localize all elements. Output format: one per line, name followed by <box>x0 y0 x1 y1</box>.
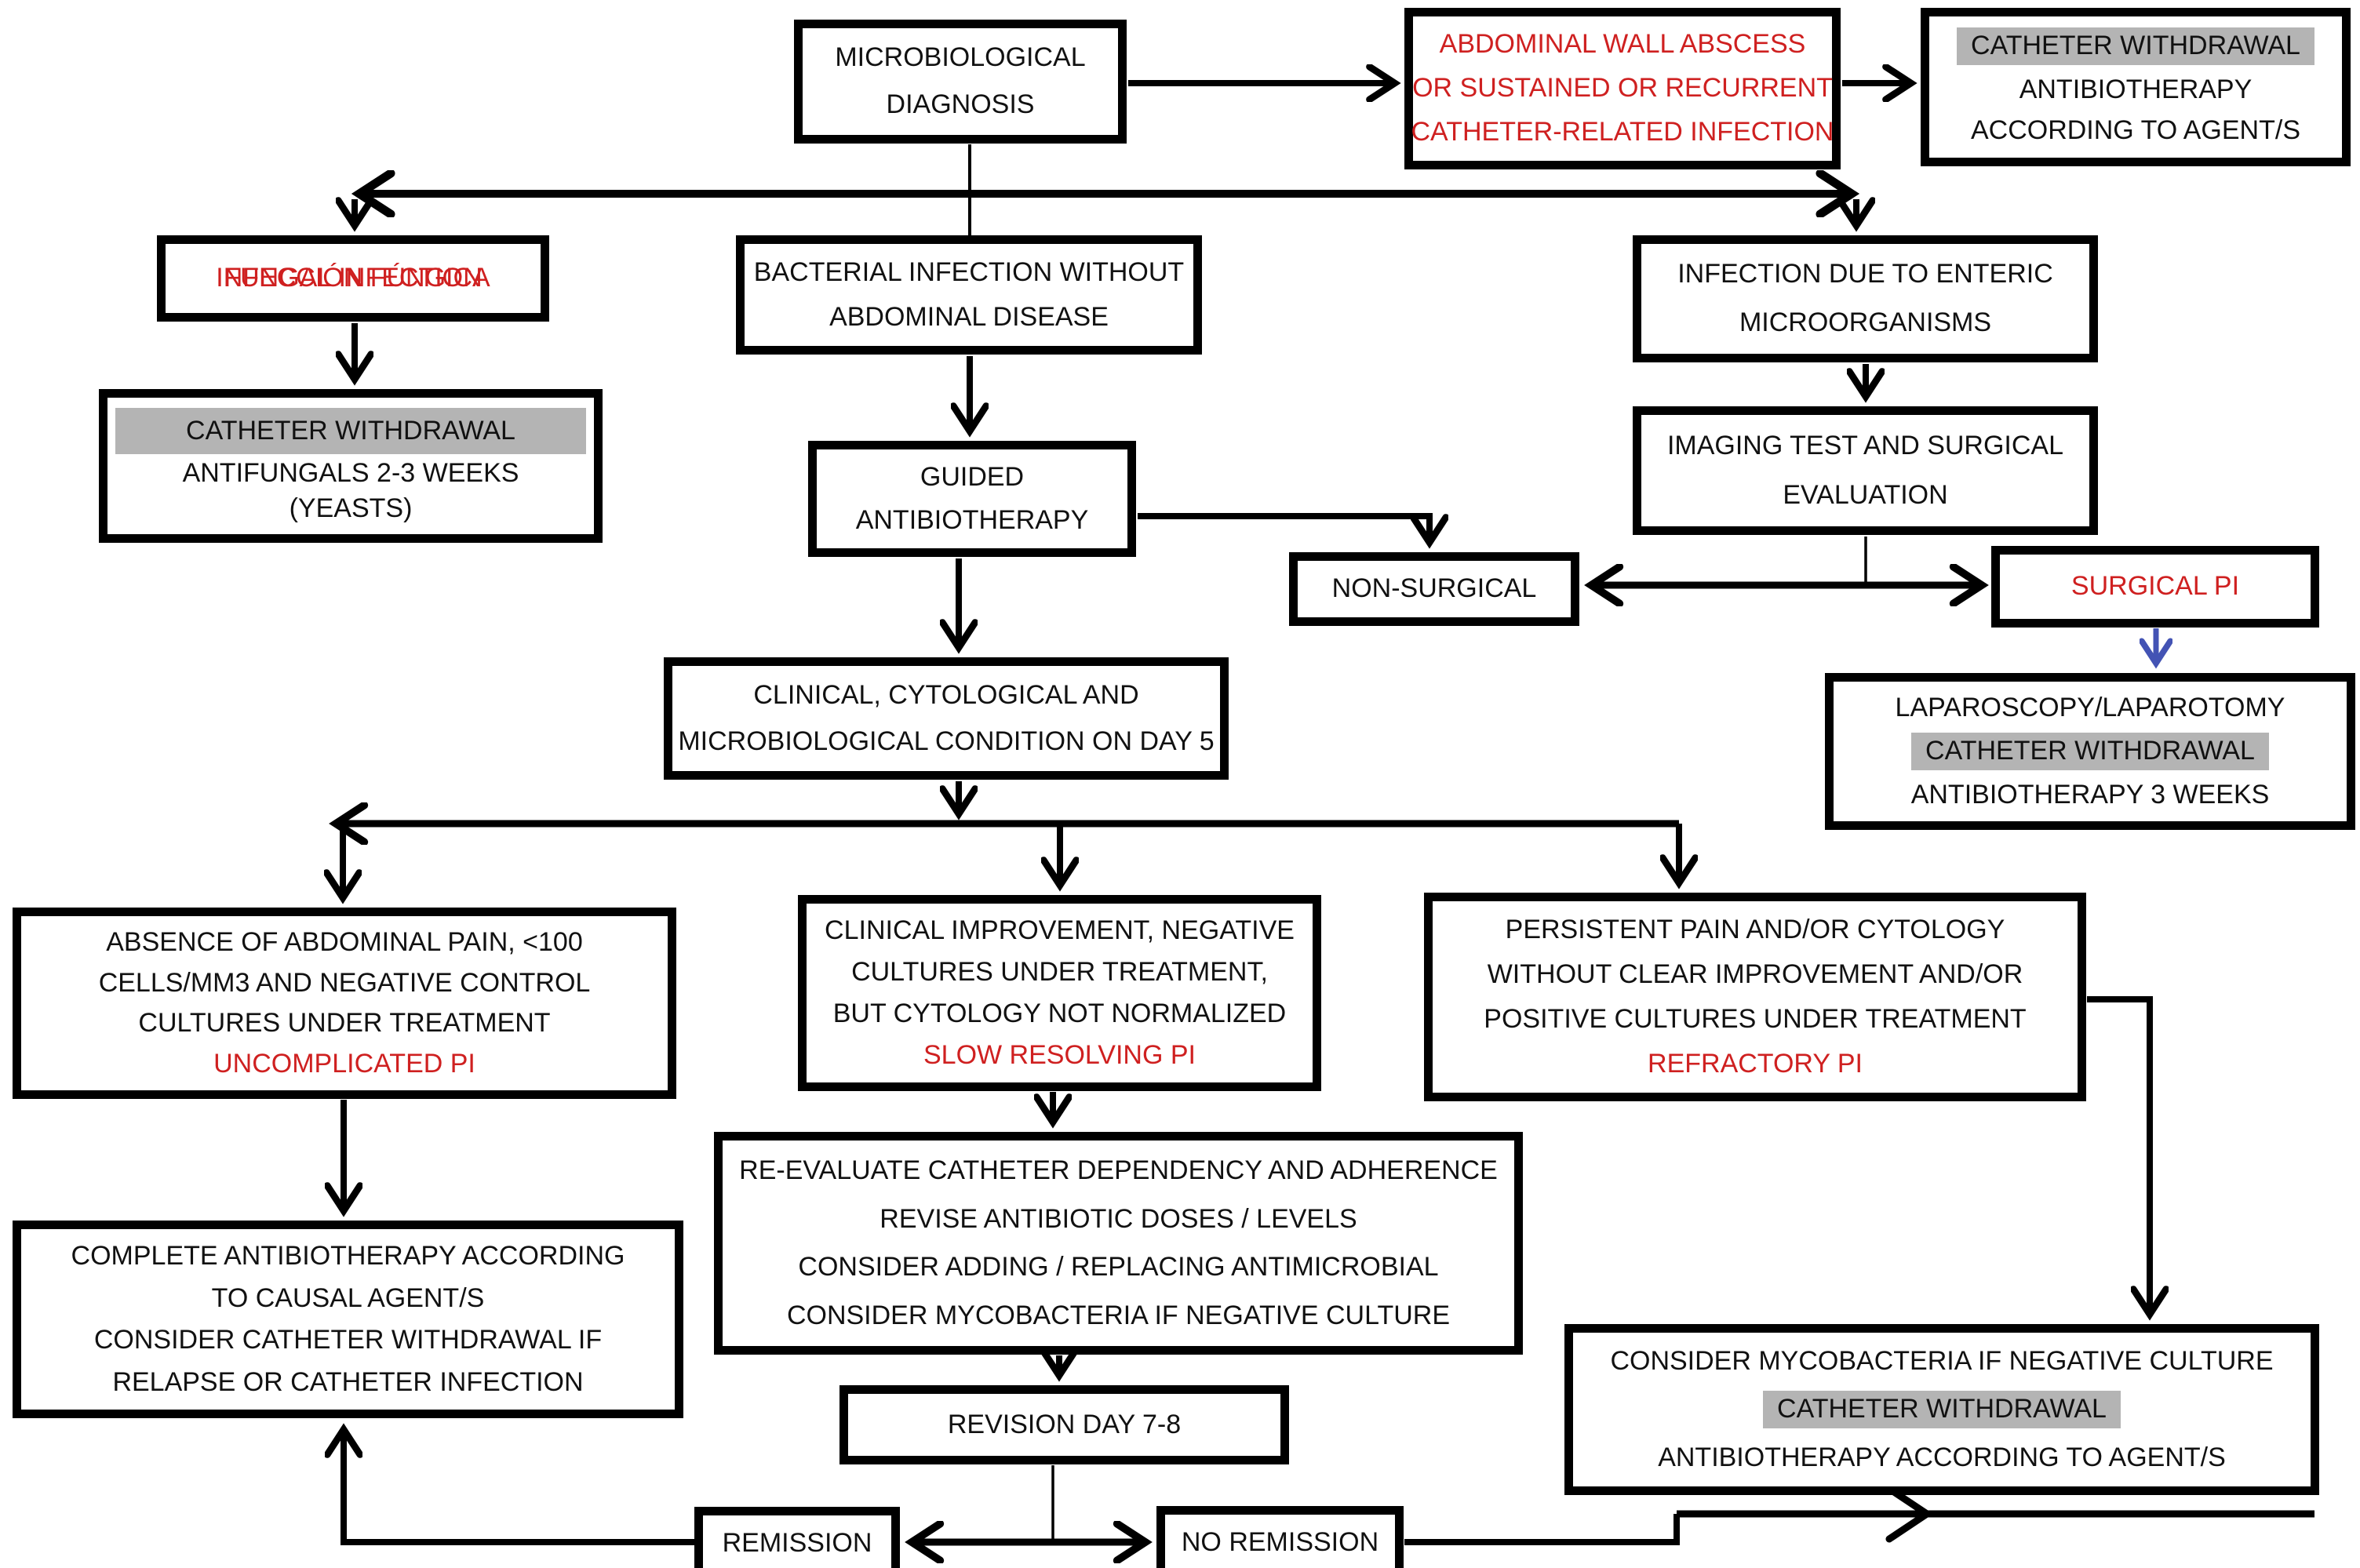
node-consider-mycobacteria: CONSIDER MYCOBACTERIA IF NEGATIVE CULTUR… <box>1564 1324 2319 1495</box>
node-surgical-pi: SURGICAL PI <box>1991 546 2319 628</box>
node-uncomplicated-pi: ABSENCE OF ABDOMINAL PAIN, <100 CELLS/MM… <box>13 908 676 1099</box>
node-reevaluate: RE-EVALUATE CATHETER DEPENDENCY AND ADHE… <box>714 1132 1523 1355</box>
node-abdominal-wall-abscess: ABDOMINAL WALL ABSCESS OR SUSTAINED OR R… <box>1404 8 1841 169</box>
node-remission: REMISSION <box>694 1507 900 1568</box>
node-catheter-antifungals: CATHETER WITHDRAWAL ANTIFUNGALS 2-3 WEEK… <box>99 389 603 543</box>
fungal-infection-text-spanish: INFECCIÓN FÚNGICA <box>216 263 490 293</box>
node-laparoscopy: LAPAROSCOPY/LAPAROTOMY CATHETER WITHDRAW… <box>1825 673 2355 830</box>
node-refractory-pi: PERSISTENT PAIN AND/OR CYTOLOGY WITHOUT … <box>1424 893 2086 1101</box>
fungal-infection-text-english: FUNGAL INFECTION <box>224 263 483 293</box>
node-slow-resolving-pi: CLINICAL IMPROVEMENT, NEGATIVE CULTURES … <box>798 895 1321 1091</box>
connector-guided-to-nonsurgical <box>1138 513 1429 541</box>
node-microbiological-diagnosis: MICROBIOLOGICAL DIAGNOSIS <box>794 20 1127 144</box>
node-catheter-withdrawal-top: CATHETER WITHDRAWAL ANTIBIOTHERAPY ACCOR… <box>1921 8 2351 166</box>
node-bacterial-infection: BACTERIAL INFECTION WITHOUT ABDOMINAL DI… <box>736 235 1202 355</box>
node-day5-condition: CLINICAL, CYTOLOGICAL AND MICROBIOLOGICA… <box>664 657 1229 780</box>
node-imaging-test: IMAGING TEST AND SURGICAL EVALUATION <box>1633 406 2098 535</box>
node-revision-day-7-8: REVISION DAY 7-8 <box>839 1385 1289 1464</box>
node-guided-antibiotherapy: GUIDED ANTIBIOTHERAPY <box>808 441 1136 557</box>
node-no-remission: NO REMISSION <box>1156 1506 1404 1568</box>
connector-noremission-up <box>1404 1514 1680 1545</box>
node-enteric-infection: INFECTION DUE TO ENTERIC MICROORGANISMS <box>1633 235 2098 362</box>
node-non-surgical: NON-SURGICAL <box>1289 552 1579 626</box>
node-complete-antibiotherapy: COMPLETE ANTIBIOTHERAPY ACCORDING TO CAU… <box>13 1221 683 1418</box>
arrowhead-bottom-exit <box>1885 1485 1934 1543</box>
connector-remission-loop-to-complete <box>344 1431 694 1545</box>
connector-refractory-to-consider <box>2087 996 2150 1313</box>
node-fungal-infection: INFECCIÓN FÚNGICA FUNGAL INFECTION <box>157 235 549 322</box>
